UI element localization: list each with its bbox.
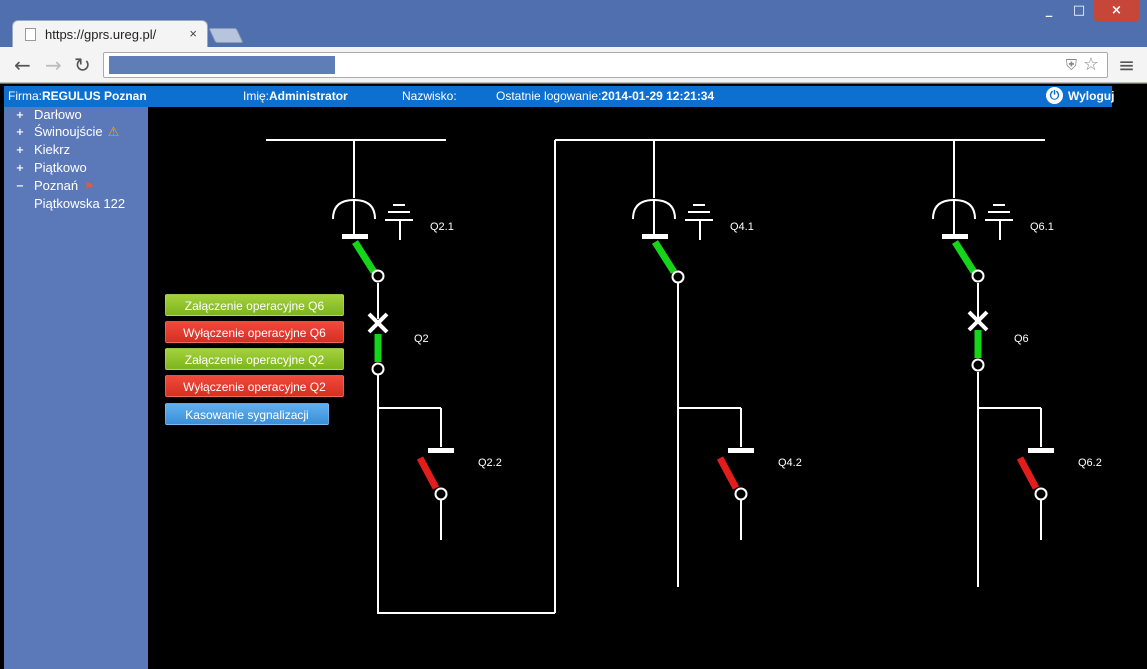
warning-icon: ⚠ xyxy=(107,125,120,140)
nazwisko-label: Nazwisko: xyxy=(402,89,457,103)
switch-blades[interactable] xyxy=(352,240,1040,490)
close-q2-button[interactable]: Załączenie operacyjne Q2 xyxy=(165,348,344,370)
collapse-icon[interactable]: − xyxy=(15,181,25,192)
expand-icon[interactable]: + xyxy=(15,163,25,174)
q2-2-label: Q2.2 xyxy=(478,457,502,469)
star-icon[interactable]: ☆ xyxy=(1082,54,1099,75)
switchgear-diagram xyxy=(266,139,1054,614)
q2-1-blade[interactable] xyxy=(352,240,377,274)
breaker-symbols xyxy=(367,310,989,334)
browser-tab[interactable]: https://gprs.ureg.pl/ × xyxy=(12,20,208,48)
close-q6-button[interactable]: Załączenie operacyjne Q6 xyxy=(165,294,344,316)
last-login-label: Ostatnie logowanie: xyxy=(496,89,602,103)
q6-1-label: Q6.1 xyxy=(1030,221,1054,233)
q4-1-blade[interactable] xyxy=(652,240,677,274)
open-q6-button[interactable]: Wyłączenie operacyjne Q6 xyxy=(165,321,344,343)
sidebar-item-label[interactable]: Świnoujście xyxy=(34,124,103,139)
ground-symbols xyxy=(385,204,1013,240)
minimize-button[interactable]: _ xyxy=(1045,3,1053,18)
q2-2-blade[interactable] xyxy=(416,456,440,490)
q4-2-blade[interactable] xyxy=(716,456,740,490)
sidebar-item-label[interactable]: Piątkowska 122 xyxy=(34,196,126,211)
q4-2-label: Q4.2 xyxy=(778,457,802,469)
tab-close-icon[interactable]: × xyxy=(189,26,197,41)
expand-icon[interactable]: + xyxy=(15,127,25,138)
back-icon[interactable]: ← xyxy=(14,53,31,77)
address-selection xyxy=(109,56,335,74)
reload-icon[interactable]: ↻ xyxy=(74,53,91,77)
forward-icon[interactable]: → xyxy=(45,53,62,77)
q6-1-blade[interactable] xyxy=(952,240,977,274)
q6-2-label: Q6.2 xyxy=(1078,457,1102,469)
logout-link[interactable]: Wyloguj xyxy=(1068,89,1115,103)
sidebar-item-label[interactable]: Poznań xyxy=(34,178,79,193)
sidebar-item-label[interactable]: Darłowo xyxy=(34,107,82,122)
tab-title: https://gprs.ureg.pl/ xyxy=(45,27,157,42)
address-bar[interactable]: ⛨ ☆ xyxy=(103,52,1108,78)
maximize-button[interactable]: □ xyxy=(1072,3,1086,18)
alarm-icon: ⚑ xyxy=(84,180,94,193)
sidebar-item-label[interactable]: Kiekrz xyxy=(34,142,71,157)
sidebar-item-label-group[interactable]: Poznań ⚑ xyxy=(34,178,94,193)
new-tab-button[interactable] xyxy=(208,28,244,43)
sidebar: + Darłowo + Świnoujście ⚠ + Kiekrz + Piąt… xyxy=(4,107,148,669)
busbars-and-wires xyxy=(266,139,1045,614)
window-controls: _ □ × xyxy=(1034,0,1139,22)
firma-value: REGULUS Poznan xyxy=(42,89,147,103)
firma-text: Firma:REGULUS Poznan xyxy=(8,89,147,103)
browser-toolbar: ← → ↻ ⛨ ☆ ≡ xyxy=(0,47,1147,83)
last-login-value: 2014-01-29 12:21:34 xyxy=(601,89,715,103)
power-icon[interactable]: ⏻ xyxy=(1046,87,1063,104)
imie-label: Imię: xyxy=(243,89,270,103)
open-q2-button[interactable]: Wyłączenie operacyjne Q2 xyxy=(165,375,344,397)
q4-1-label: Q4.1 xyxy=(730,221,754,233)
user-header: Firma:REGULUS Poznan Imię:Administrator … xyxy=(4,86,1115,107)
firma-label: Firma: xyxy=(8,89,42,103)
reset-signalization-button[interactable]: Kasowanie sygnalizacji xyxy=(165,403,329,425)
nazwisko-text: Nazwisko: xyxy=(402,89,457,103)
close-window-button[interactable]: × xyxy=(1094,0,1139,22)
q2-1-label: Q2.1 xyxy=(430,221,454,233)
menu-icon[interactable]: ≡ xyxy=(1118,53,1135,77)
page-icon xyxy=(25,28,36,41)
q6-label: Q6 xyxy=(1014,333,1029,345)
expand-icon[interactable]: + xyxy=(15,110,25,121)
terminal-circles xyxy=(371,269,1048,501)
switch-contacts xyxy=(342,234,1054,453)
shield-icon[interactable]: ⛨ xyxy=(1065,56,1077,74)
q2-label: Q2 xyxy=(414,333,429,345)
imie-value: Administrator xyxy=(269,89,348,103)
sidebar-item-label[interactable]: Piątkowo xyxy=(34,160,87,175)
sidebar-item-label-group[interactable]: Świnoujście ⚠ xyxy=(34,124,119,140)
imie-text: Imię:Administrator xyxy=(243,89,348,103)
expand-icon[interactable]: + xyxy=(15,145,25,156)
page-content: Firma:REGULUS Poznan Imię:Administrator … xyxy=(0,84,1147,669)
last-login-text: Ostatnie logowanie:2014-01-29 12:21:34 xyxy=(496,89,714,103)
q6-2-blade[interactable] xyxy=(1016,456,1040,490)
